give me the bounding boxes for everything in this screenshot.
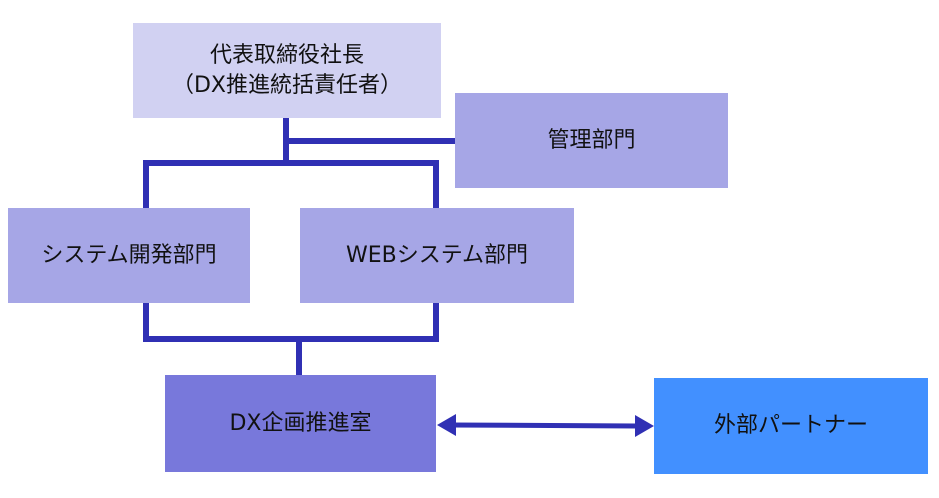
node-web: WEBシステム部門 (300, 208, 574, 303)
node-ceo: 代表取締役社長 （DX推進統括責任者） (133, 23, 441, 118)
node-sysdev: システム開発部門 (8, 208, 250, 303)
node-sysdev-label: システム開発部門 (41, 242, 217, 268)
connector-to-sysdev (143, 160, 149, 210)
connector-ceo-admin (283, 138, 456, 144)
node-partner: 外部パートナー (654, 378, 928, 474)
connector-from-web (433, 302, 439, 342)
connector-to-web (433, 160, 439, 210)
connector-dx-stem (296, 336, 302, 376)
node-dx-office: DX企画推進室 (165, 375, 436, 472)
arrow-shaft (449, 422, 641, 429)
node-admin-label: 管理部門 (547, 127, 636, 153)
node-admin: 管理部門 (455, 93, 728, 188)
arrow-head-left-icon (437, 414, 456, 436)
node-web-label: WEBシステム部門 (345, 242, 529, 268)
node-dx-office-label: DX企画推進室 (229, 410, 372, 436)
arrow-head-right-icon (635, 415, 654, 437)
connector-branch-bottom (143, 336, 439, 342)
node-partner-label: 外部パートナー (713, 413, 868, 439)
node-ceo-subtitle: （DX推進統括責任者） (171, 72, 402, 98)
connector-branch-top (143, 160, 439, 166)
node-ceo-title: 代表取締役社長 (209, 42, 364, 68)
connector-from-sysdev (143, 302, 149, 342)
